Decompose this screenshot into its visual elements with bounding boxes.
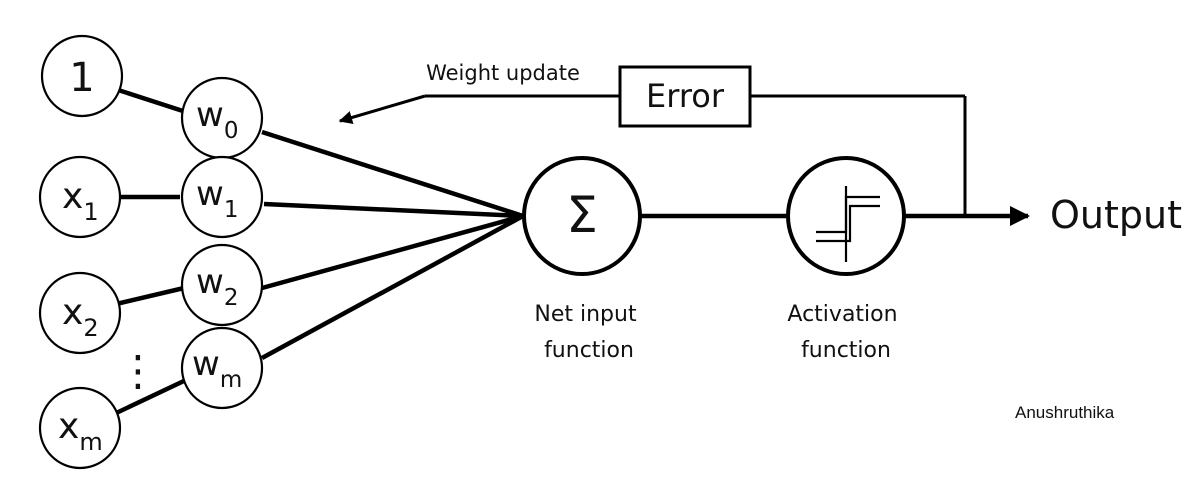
step-function-icon — [816, 186, 880, 262]
link-w2-sum — [261, 213, 524, 291]
activation-node — [786, 156, 906, 276]
link-w1-sum — [263, 201, 524, 219]
error-box — [618, 65, 752, 128]
weight-node-w1: w1 — [180, 155, 264, 239]
weight-update-label: Weight update — [426, 61, 580, 85]
sigma-icon: Σ — [566, 186, 598, 244]
input-node-x2: x2 — [38, 271, 122, 355]
output-label: Output — [1050, 193, 1182, 237]
weight-node-wm: wm — [180, 326, 264, 410]
weight-label: w2 — [196, 262, 238, 311]
weight-label: w0 — [196, 95, 238, 144]
watermark: Anushruthika — [1015, 403, 1115, 422]
ellipsis: ⋮ — [117, 346, 159, 395]
weight-update-arrow — [338, 94, 426, 125]
input-label: 1 — [69, 55, 94, 101]
input-node-bias: 1 — [40, 34, 124, 118]
net-input-label: Net input function — [534, 302, 643, 363]
link-input-1 — [111, 85, 187, 115]
input-label: x1 — [62, 176, 99, 226]
weight-label: w1 — [196, 174, 238, 223]
link-input-xm — [111, 377, 187, 418]
input-node-x1: x1 — [38, 155, 122, 239]
net-input-node: Σ — [522, 156, 642, 276]
input-node-xm: xm — [38, 386, 122, 470]
weight-node-w0: w0 — [180, 76, 264, 160]
input-label: xm — [58, 406, 103, 456]
input-label: x2 — [62, 292, 99, 342]
error-label: Error — [646, 77, 725, 115]
link-wm-sum — [260, 214, 525, 360]
link-input-x2 — [111, 285, 185, 308]
link-w0-sum — [261, 129, 524, 219]
weight-label: wm — [192, 344, 242, 393]
activation-label: Activation function — [787, 302, 904, 363]
weight-node-w2: w2 — [180, 243, 264, 327]
